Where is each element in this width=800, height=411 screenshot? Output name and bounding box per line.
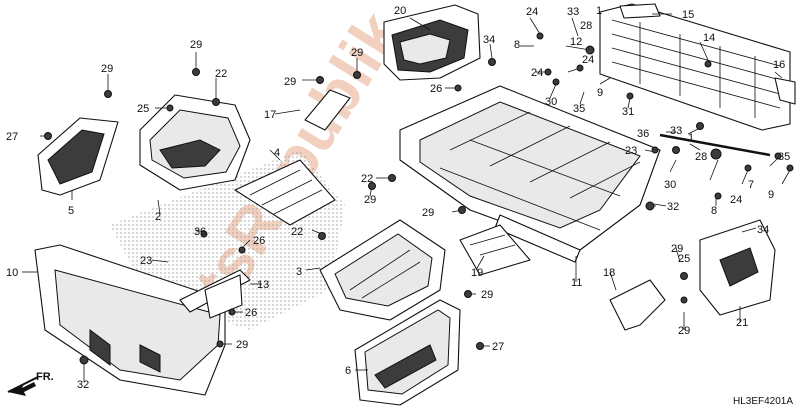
- callout-label: 24: [730, 194, 742, 206]
- callout-label: 28: [580, 20, 592, 32]
- part-14-tailgate: [599, 3, 791, 131]
- callout-label: 24: [526, 6, 538, 18]
- leader-lines: [22, 13, 791, 382]
- part-6-box: [354, 299, 461, 406]
- callout-label: 21: [736, 317, 748, 329]
- callout-label: 8: [711, 205, 717, 217]
- callout-label: 6: [345, 365, 351, 377]
- callout-label: 9: [597, 87, 603, 99]
- part-17-bracket: [304, 89, 351, 131]
- callout-label: 22: [361, 173, 373, 185]
- callout-label: 36: [637, 128, 649, 140]
- callout-label: 30: [545, 96, 557, 108]
- callout-label: 33: [567, 6, 579, 18]
- diagram-code: HL3EF4201A: [733, 396, 793, 407]
- callouts: 20 24 33 1 15 28 8 12 34 14 29 29 29 22 …: [6, 5, 790, 391]
- callout-label: 1: [596, 5, 602, 17]
- callout-label: 29: [351, 47, 363, 59]
- part-4-plate: [234, 159, 336, 226]
- callout-label: 26: [253, 235, 265, 247]
- callout-label: 2: [155, 211, 161, 223]
- part-15-latch: [619, 3, 661, 19]
- callout-label: 23: [625, 145, 637, 157]
- callout-label: 10: [6, 267, 18, 279]
- part-11-bed-floor: [399, 85, 661, 263]
- callout-label: 25: [678, 253, 690, 265]
- callout-label: 3: [296, 266, 302, 278]
- part-20-panel: [383, 4, 481, 81]
- callout-label: 17: [264, 109, 276, 121]
- callout-label: 32: [77, 379, 89, 391]
- callout-label: 35: [778, 151, 790, 163]
- part-3-center-tray: [319, 219, 446, 321]
- callout-label: 35: [573, 103, 585, 115]
- part-5-side-guard: [37, 117, 119, 196]
- callout-label: 12: [570, 36, 582, 48]
- callout-label: 14: [703, 32, 715, 44]
- callout-label: 29: [236, 339, 248, 351]
- callout-label: 34: [757, 224, 769, 236]
- callout-label: 5: [68, 205, 74, 217]
- callout-label: 24: [582, 54, 594, 66]
- callout-label: 29: [101, 63, 113, 75]
- callout-label: 19: [471, 267, 483, 279]
- callout-label: 27: [6, 131, 18, 143]
- callout-label: 1: [688, 132, 694, 144]
- callout-label: 22: [215, 68, 227, 80]
- callout-label: 25: [137, 103, 149, 115]
- callout-label: 13: [257, 279, 269, 291]
- callout-label: 26: [245, 307, 257, 319]
- part-16-latch: [774, 77, 796, 105]
- part-21-side-cover: [699, 219, 776, 316]
- callout-label: 29: [284, 76, 296, 88]
- callout-label: 20: [394, 5, 406, 17]
- callout-label: 23: [140, 255, 152, 267]
- callout-label: 15: [682, 9, 694, 21]
- callout-label: 7: [748, 179, 754, 191]
- callout-label: 26: [430, 83, 442, 95]
- part-7-rod: [659, 133, 771, 157]
- callout-label: 29: [190, 39, 202, 51]
- callout-label: 11: [571, 277, 582, 289]
- callout-label: 4: [274, 147, 280, 159]
- callout-label: 29: [678, 325, 690, 337]
- callout-label: 29: [481, 289, 493, 301]
- callout-label: 31: [622, 106, 634, 118]
- callout-label: 18: [603, 267, 615, 279]
- callout-label: 29: [671, 243, 683, 255]
- callout-label: 36: [194, 226, 206, 238]
- callout-label: 8: [514, 39, 520, 51]
- front-arrow-icon: [7, 376, 39, 396]
- callout-label: 29: [364, 194, 376, 206]
- callout-label: 28: [695, 151, 707, 163]
- fasteners: [44, 32, 794, 365]
- callout-label: 22: [291, 226, 303, 238]
- callout-label: 16: [773, 59, 785, 71]
- callout-label: 24: [531, 67, 543, 79]
- part-2-floor-tray: [139, 94, 251, 191]
- callout-label: 29: [422, 207, 434, 219]
- callout-label: 34: [483, 34, 495, 46]
- callout-label: 32: [667, 201, 679, 213]
- callout-label: 27: [492, 341, 504, 353]
- callout-label: 30: [664, 179, 676, 191]
- callout-label: 9: [768, 189, 774, 201]
- part-13-brace: [179, 269, 251, 319]
- part-19-bracket: [459, 224, 531, 276]
- part-10-front-panel: [34, 244, 226, 396]
- front-label: FR.: [36, 371, 54, 383]
- callout-label: 33: [670, 125, 682, 137]
- part-18-bracket: [609, 279, 666, 331]
